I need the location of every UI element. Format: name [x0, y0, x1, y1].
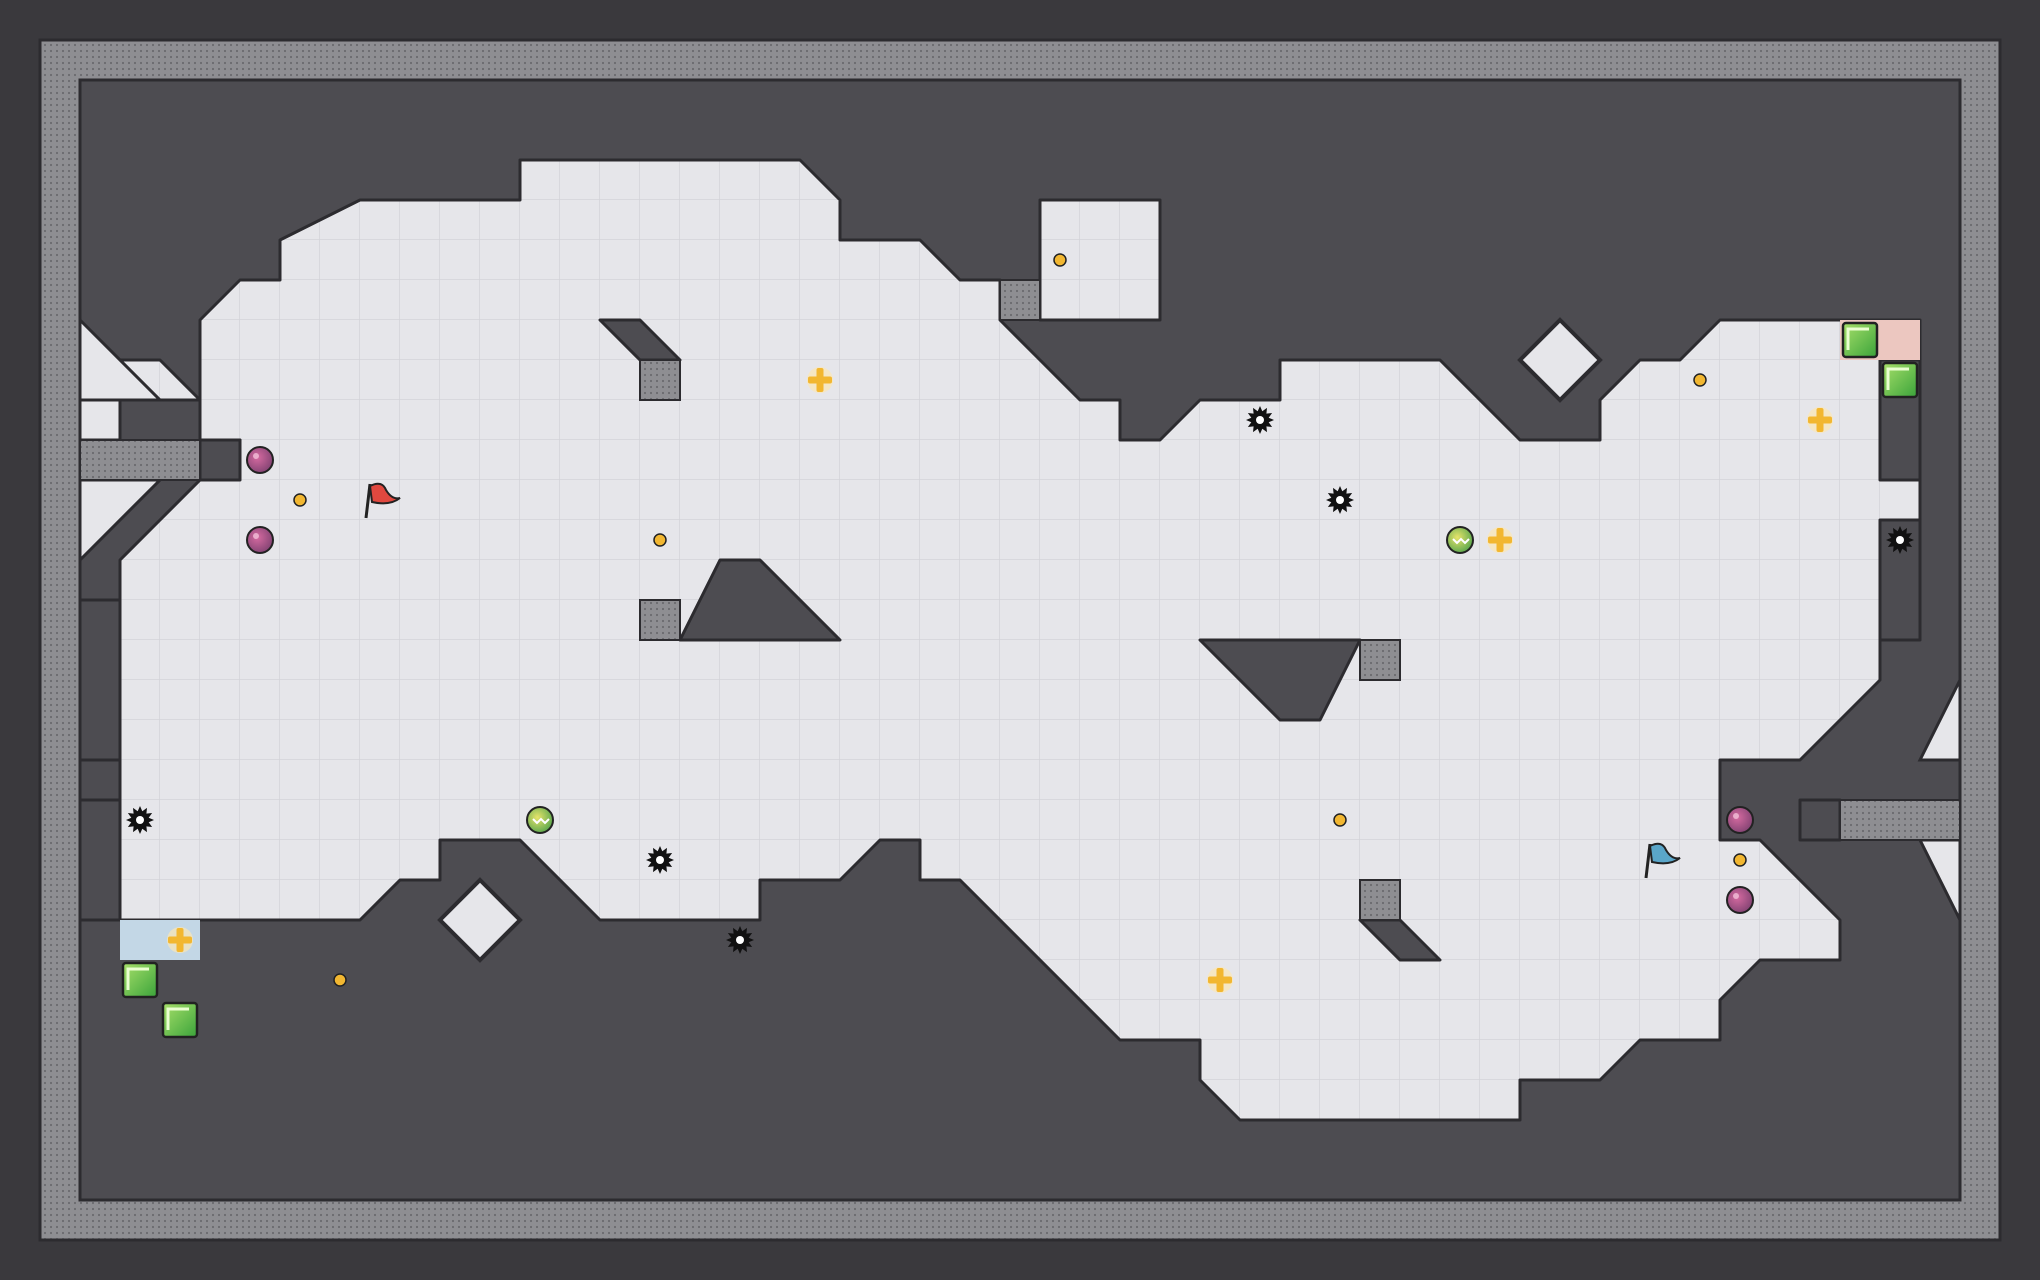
- gray-blocks: [79, 279, 1961, 921]
- powerup-icon: [167, 927, 193, 953]
- pellet-icon: [333, 973, 347, 987]
- spike-icon: [1886, 526, 1914, 554]
- pellet-icon: [1733, 853, 1747, 867]
- right-spikes: [1917, 679, 1962, 921]
- spike-icon: [1326, 486, 1354, 514]
- pellet-icon: [1053, 253, 1067, 267]
- diamond-walls: [437, 317, 1603, 963]
- powerup-icon: [1807, 407, 1833, 433]
- portal-icon: [1881, 361, 1919, 399]
- spike-icon: [1246, 406, 1274, 434]
- pellet-icon: [1693, 373, 1707, 387]
- portal-icon: [1841, 321, 1879, 359]
- blue-flag-icon: [1644, 842, 1681, 879]
- red-flag-icon: [364, 482, 401, 519]
- spike-icon: [126, 806, 154, 834]
- pellet-icon: [1333, 813, 1347, 827]
- bomb-icon: [1726, 806, 1754, 834]
- bomb-icon: [246, 526, 274, 554]
- bomb-icon: [246, 446, 274, 474]
- interior-walls: [78, 318, 1922, 962]
- portal-icon: [121, 961, 159, 999]
- spike-icon: [726, 926, 754, 954]
- speed-boost-icon: [526, 806, 554, 834]
- portal-icon: [161, 1001, 199, 1039]
- speed-boost-icon: [1446, 526, 1474, 554]
- left-spikes: [78, 316, 164, 564]
- powerup-icon: [1487, 527, 1513, 553]
- bomb-icon: [1726, 886, 1754, 914]
- spike-icon: [646, 846, 674, 874]
- powerup-icon: [807, 367, 833, 393]
- pellet-icon: [653, 533, 667, 547]
- powerup-icon: [1207, 967, 1233, 993]
- pellet-icon: [293, 493, 307, 507]
